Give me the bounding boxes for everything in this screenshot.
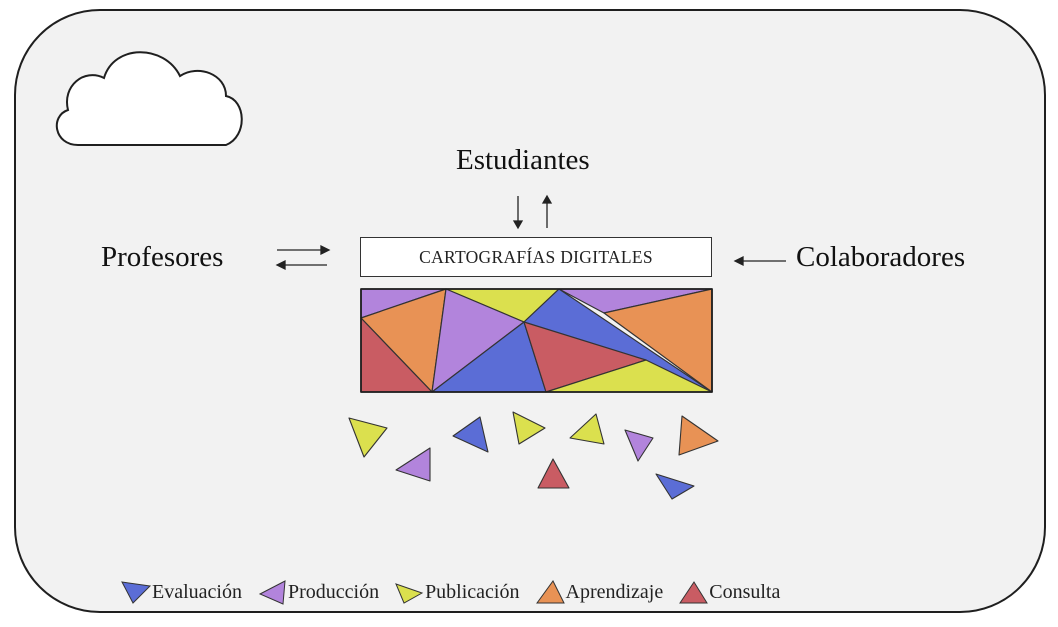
legend-label: Aprendizaje: [565, 580, 664, 603]
legend-label: Producción: [287, 580, 380, 603]
legend-item-produccion: Producción: [256, 579, 379, 605]
legend-label: Publicación: [425, 580, 520, 603]
actor-collaborators-label: Colaboradores: [796, 241, 966, 273]
actor-teachers-label: Profesores: [101, 241, 224, 273]
falling-piece: [512, 411, 546, 445]
students-arrows: [512, 194, 553, 230]
triangle-up-icon: [679, 581, 709, 604]
cartographies-title: CARTOGRAFÍAS DIGITALES: [419, 246, 653, 267]
collaborators-arrow: [733, 255, 786, 267]
cartographies-title-box: CARTOGRAFÍAS DIGITALES: [360, 237, 712, 277]
legend-item-publicacion: Publicación: [393, 579, 520, 605]
actor-students-label: Estudiantes: [456, 144, 590, 176]
cloud-icon: [55, 51, 243, 146]
triangle-left-icon: [258, 580, 286, 605]
legend: Evaluación Producción Publicación Aprend…: [120, 578, 780, 606]
falling-piece: [569, 413, 605, 445]
legend-label: Consulta: [709, 580, 781, 603]
falling-piece: [452, 416, 489, 453]
falling-piece: [395, 447, 431, 482]
triangle-up-icon: [535, 580, 565, 604]
falling-piece: [537, 458, 570, 489]
triangle-mosaic: [360, 288, 713, 393]
falling-piece: [624, 429, 654, 462]
falling-piece: [678, 415, 719, 456]
triangle-right-icon: [395, 583, 424, 604]
triangle-down-icon: [121, 581, 152, 604]
legend-item-evaluacion: Evaluación: [120, 579, 242, 605]
teachers-arrows: [275, 244, 331, 271]
legend-item-consulta: Consulta: [677, 579, 780, 605]
falling-piece: [655, 473, 695, 500]
falling-pieces: [348, 411, 719, 500]
falling-piece: [348, 417, 388, 458]
legend-label: Evaluación: [152, 580, 242, 603]
legend-item-aprendizaje: Aprendizaje: [534, 579, 664, 605]
